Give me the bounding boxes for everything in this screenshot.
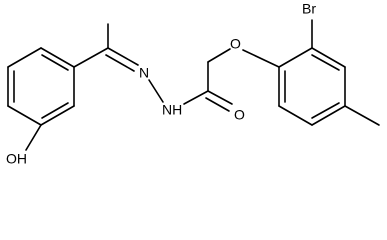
imine-double-bond xyxy=(105,54,135,72)
imine-double-bond xyxy=(107,47,139,66)
bond xyxy=(40,105,75,126)
hydroxyphenyl-ring xyxy=(7,47,75,126)
bond-ring-imine-carbon xyxy=(73,47,109,68)
amide-nh-label: NH xyxy=(162,102,182,118)
bromine-label: Br xyxy=(302,1,316,17)
bond xyxy=(40,47,75,68)
bond xyxy=(311,105,346,126)
hydrazide-nitrogen-label: N xyxy=(139,65,149,81)
bond-c-oh xyxy=(25,124,42,151)
aromatic-double-bond xyxy=(311,54,340,71)
bond xyxy=(7,105,42,126)
aromatic-double-bond xyxy=(41,102,69,119)
carbonyl-double-bond xyxy=(205,97,230,112)
hydroxyl-label: OH xyxy=(6,151,27,167)
bond xyxy=(7,47,42,68)
bond-oxygen-ring xyxy=(242,49,280,68)
carbonyl-double-bond xyxy=(207,90,233,105)
bond-ring-methyl xyxy=(344,105,380,126)
bromomethylphenyl-ring xyxy=(278,47,346,126)
aromatic-double-bond xyxy=(311,102,340,119)
molecule-structure: OH N NH O O Br xyxy=(6,1,380,167)
bond-methylene-oxygen xyxy=(207,48,231,63)
bond-n-nh xyxy=(148,79,164,103)
bond xyxy=(278,47,313,68)
aromatic-double-bond xyxy=(41,54,69,71)
bond xyxy=(278,105,313,126)
bond-nh-carbonyl xyxy=(183,90,209,105)
bond xyxy=(311,47,346,68)
carbonyl-oxygen-label: O xyxy=(234,107,245,123)
ether-oxygen-label: O xyxy=(230,36,241,52)
